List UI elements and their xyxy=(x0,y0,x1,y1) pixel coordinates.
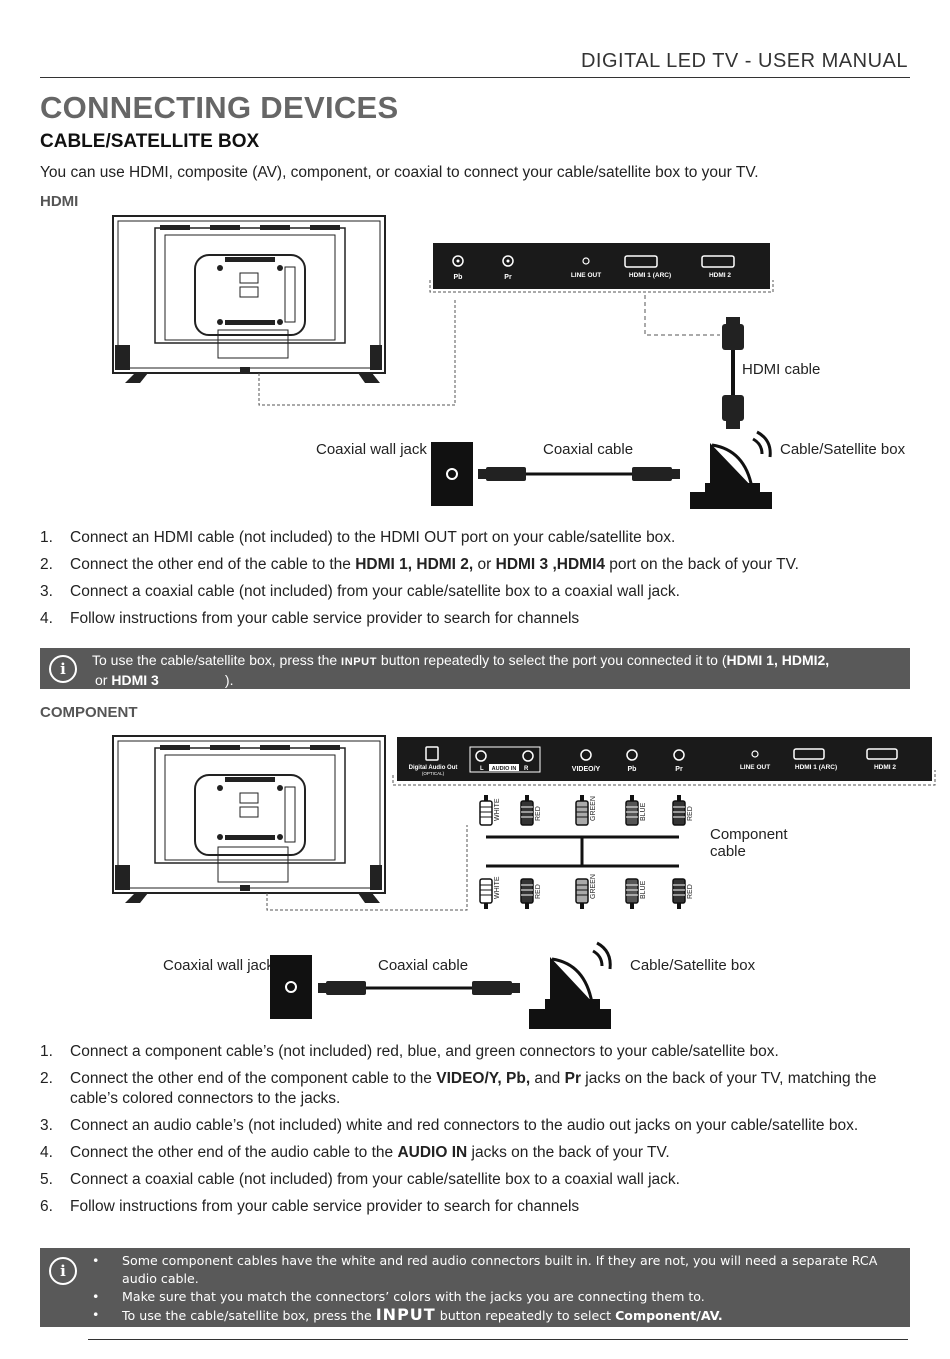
component-note-list: Some component cables have the white and… xyxy=(92,1252,902,1325)
coaxial-wall-jack-icon xyxy=(270,955,312,1019)
list-item: 3.Connect a coaxial cable (not included)… xyxy=(40,583,680,600)
port-label-hdmi2: HDMI 2 xyxy=(709,272,731,279)
rca-plug-white: WHITE xyxy=(479,795,501,826)
list-item: 4.Connect the other end of the audio cab… xyxy=(40,1144,670,1161)
rca-plug-blue: BLUE xyxy=(625,795,647,826)
list-item: Some component cables have the white and… xyxy=(92,1252,902,1288)
port-label-pb: Pb xyxy=(454,274,463,281)
connector-color-label: GREEN xyxy=(590,874,597,899)
hdmi-subheading: HDMI xyxy=(40,193,79,210)
list-item: 6.Follow instructions from your cable se… xyxy=(40,1198,580,1215)
port-label-line-out: LINE OUT xyxy=(571,272,601,279)
port-label-line-out: LINE OUT xyxy=(740,764,770,771)
intro-text: You can use HDMI, composite (AV), compon… xyxy=(40,164,759,181)
coaxial-wall-jack-label: Coaxial wall jack xyxy=(316,441,427,458)
coaxial-wall-jack-icon xyxy=(431,442,473,506)
connector-color-label: RED xyxy=(535,884,542,899)
component-connection-diagram: Digital Audio Out (OPTICAL) L AUDIO IN R… xyxy=(112,735,936,1029)
component-subheading: COMPONENT xyxy=(40,704,138,721)
coaxial-cable-label: Coaxial cable xyxy=(378,957,468,974)
coaxial-cable-illustration xyxy=(318,981,520,995)
connector-color-label: WHITE xyxy=(494,798,501,821)
footer-divider xyxy=(88,1339,908,1340)
rca-plug-red: RED xyxy=(672,878,694,909)
port-label-pr: Pr xyxy=(504,274,512,281)
component-cable-label-2: cable xyxy=(710,843,746,860)
manual-header-title: DIGITAL LED TV - USER MANUAL xyxy=(580,50,908,72)
list-item: 4.Follow instructions from your cable se… xyxy=(40,610,580,627)
cable-satellite-box-label: Cable/Satellite box xyxy=(630,957,756,974)
coaxial-wall-jack-label: Coaxial wall jack xyxy=(163,957,274,974)
component-cable-illustration: WHITE RED GREEN BLUE RED WHITE RED GREEN BLUE RE… xyxy=(479,795,694,909)
hdmi-connection-diagram: Pb Pr LINE OUT HDMI 1 (ARC) HDMI 2 HDMI … xyxy=(112,215,906,509)
port-label-pb: Pb xyxy=(628,766,637,773)
hdmi-port-panel: Pb Pr LINE OUT HDMI 1 (ARC) HDMI 2 xyxy=(433,243,770,289)
coaxial-cable-label: Coaxial cable xyxy=(543,441,633,458)
rca-plug-blue: BLUE xyxy=(625,878,647,909)
port-label-audio-in: AUDIO IN xyxy=(492,766,517,772)
port-label-hdmi2: HDMI 2 xyxy=(874,764,896,771)
page-title: CONNECTING DEVICES xyxy=(40,90,399,125)
connector-color-label: BLUE xyxy=(640,802,647,821)
list-item: 5.Connect a coaxial cable (not included)… xyxy=(40,1171,680,1188)
rca-plug-green: GREEN xyxy=(575,795,597,826)
port-label-optical: Digital Audio Out xyxy=(409,765,458,771)
satellite-box-icon xyxy=(690,430,772,509)
list-item: 1.Connect a component cable’s (not inclu… xyxy=(40,1043,779,1060)
connector-color-label: WHITE xyxy=(494,876,501,899)
connector-color-label: GREEN xyxy=(590,796,597,821)
list-item: Make sure that you match the connectors’… xyxy=(92,1288,902,1306)
info-icon: i xyxy=(49,655,77,683)
hdmi-note-text: To use the cable/satellite box, press th… xyxy=(92,652,830,688)
tv-back-illustration xyxy=(112,215,386,383)
connector-color-label: RED xyxy=(535,806,542,821)
info-icon: i xyxy=(49,1257,77,1285)
component-cable-label: Component xyxy=(710,826,788,843)
coaxial-cable-illustration xyxy=(478,467,680,481)
port-label-video: VIDEO/Y xyxy=(572,766,601,773)
rca-plug-red: RED xyxy=(520,878,542,909)
connector-color-label: RED xyxy=(687,806,694,821)
port-label-optical-sub: (OPTICAL) xyxy=(422,771,445,776)
list-item: 1.Connect an HDMI cable (not included) t… xyxy=(40,529,676,546)
component-port-panel: Digital Audio Out (OPTICAL) L AUDIO IN R… xyxy=(397,737,932,781)
port-label-l: L xyxy=(480,766,484,772)
port-label-r: R xyxy=(524,766,529,772)
hdmi-info-note: i To use the cable/satellite box, press … xyxy=(40,648,910,689)
list-item: To use the cable/satellite box, press th… xyxy=(92,1306,902,1325)
cable-satellite-box-label: Cable/Satellite box xyxy=(780,441,906,458)
list-item: 3.Connect an audio cable’s (not included… xyxy=(40,1117,859,1134)
hdmi-steps-list: 1.Connect an HDMI cable (not included) t… xyxy=(40,528,912,636)
hdmi-cable-illustration xyxy=(722,317,744,429)
component-info-note: i Some component cables have the white a… xyxy=(40,1248,910,1327)
satellite-box-icon xyxy=(529,941,612,1029)
connector-color-label: RED xyxy=(687,884,694,899)
port-label-hdmi1: HDMI 1 (ARC) xyxy=(629,272,671,279)
rca-plug-white: WHITE xyxy=(479,876,501,909)
list-item: 2.Connect the other end of the component… xyxy=(40,1070,877,1107)
hdmi-cable-label: HDMI cable xyxy=(742,361,820,378)
tv-back-illustration xyxy=(112,735,386,903)
list-item: 2.Connect the other end of the cable to … xyxy=(40,556,799,573)
port-label-hdmi1: HDMI 1 (ARC) xyxy=(795,764,837,771)
rca-plug-red: RED xyxy=(672,795,694,826)
header-divider xyxy=(40,77,910,78)
rca-plug-green: GREEN xyxy=(575,874,597,909)
connector-color-label: BLUE xyxy=(640,880,647,899)
rca-plug-red: RED xyxy=(520,795,542,826)
section-title: CABLE/SATELLITE BOX xyxy=(40,131,260,152)
port-label-pr: Pr xyxy=(675,766,683,773)
component-steps-list: 1.Connect a component cable’s (not inclu… xyxy=(40,1042,912,1224)
